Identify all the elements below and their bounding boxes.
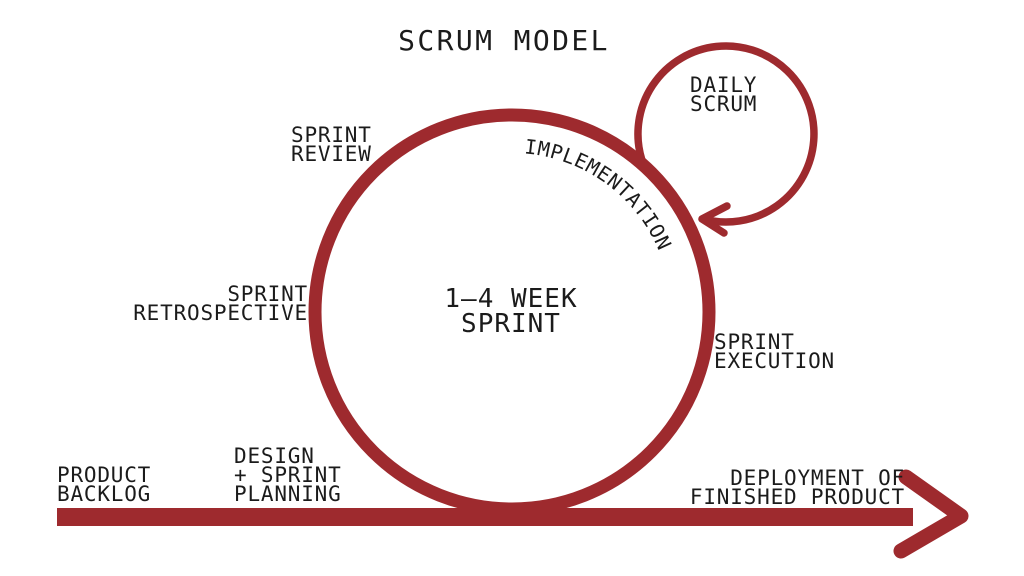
label-line: RETROSPECTIVE [133, 301, 308, 325]
sprint-execution-label: SPRINT EXECUTION [714, 330, 835, 373]
label-line: SPRINT [227, 282, 308, 306]
label-line: REVIEW [291, 142, 372, 166]
implementation-label: IMPLEMENTATION [523, 134, 676, 253]
design-sprint-planning-label: DESIGN + SPRINT PLANNING [234, 444, 342, 506]
label-line: PLANNING [234, 482, 342, 506]
sprint-duration-label: 1–4 WEEK SPRINT [444, 284, 578, 339]
label-line: SCRUM [690, 92, 758, 116]
label-line: DAILY [690, 73, 758, 97]
product-backlog-label: PRODUCT BACKLOG [57, 463, 152, 506]
label-line: DEPLOYMENT OF [730, 466, 905, 490]
label-line: EXECUTION [714, 349, 835, 373]
timeline-arrowhead-icon [893, 469, 969, 559]
sprint-duration-line: 1–4 WEEK [444, 284, 578, 314]
deployment-label: DEPLOYMENT OF FINISHED PRODUCT [689, 466, 905, 509]
sprint-review-label: SPRINT REVIEW [291, 123, 372, 166]
daily-scrum-arrowhead-icon [698, 202, 731, 237]
sprint-retrospective-label: SPRINT RETROSPECTIVE [133, 282, 308, 325]
label-line: SPRINT [714, 330, 795, 354]
daily-scrum-loop [634, 42, 818, 226]
label-line: + SPRINT [234, 463, 342, 487]
label-line: PRODUCT [57, 463, 152, 487]
sprint-duration-line: SPRINT [461, 309, 561, 339]
diagram-title: SCRUM MODEL [398, 24, 610, 57]
label-line: FINISHED PRODUCT [689, 485, 905, 509]
label-line: DESIGN [234, 444, 315, 468]
daily-scrum-label: DAILY SCRUM [690, 73, 758, 116]
label-line: BACKLOG [57, 482, 152, 506]
label-line: SPRINT [291, 123, 372, 147]
